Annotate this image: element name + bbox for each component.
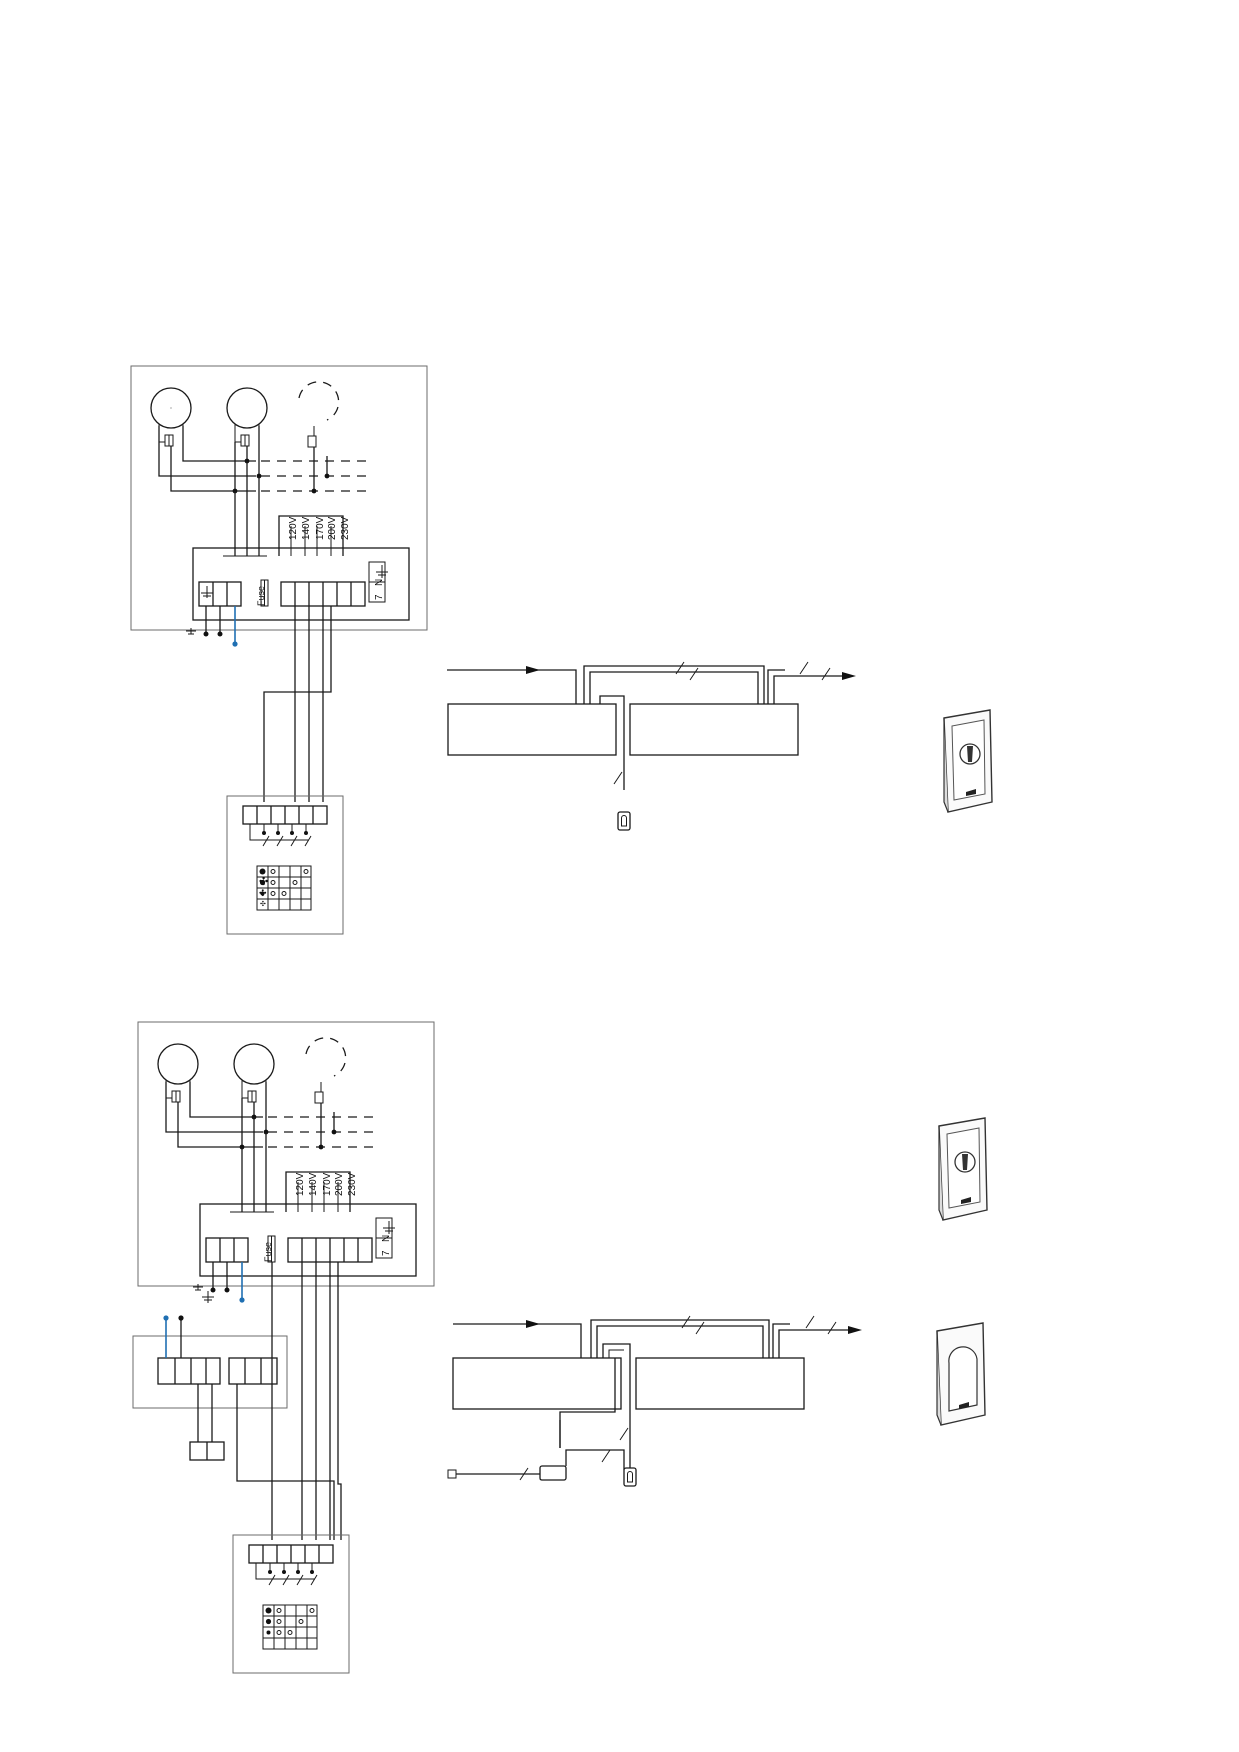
terminal-n-label: N	[374, 579, 385, 586]
sensor-icon	[617, 811, 631, 831]
voltage-label-140: 140V	[301, 516, 312, 540]
terminal-n-label-b: N	[381, 1235, 392, 1242]
speed-switch-panel-2	[232, 1534, 350, 1674]
control-module-2	[629, 703, 799, 756]
voltage-label-200: 200V	[327, 516, 338, 540]
voltage-label-140-b: 140V	[308, 1172, 319, 1196]
room-sensor-icon	[936, 1322, 986, 1426]
voltage-label-230: 230V	[340, 516, 351, 540]
svg-text:✣: ✣	[259, 888, 267, 898]
top-diagram: 120V 140V 170V 200V 230V Fuse 7 N ✣ ✣ ✣	[130, 365, 993, 935]
indoor-unit-frame	[130, 365, 428, 631]
indoor-unit-frame-2	[137, 1021, 435, 1287]
control-module-1	[447, 703, 617, 756]
voltage-label-170: 170V	[315, 516, 326, 540]
voltage-label-200-b: 200V	[334, 1172, 345, 1196]
thermostat-control-icon-2	[938, 1117, 988, 1221]
voltage-label-170-b: 170V	[322, 1172, 333, 1196]
actuator-box	[539, 1465, 567, 1481]
fuse-label-b: Fuse	[263, 1242, 273, 1262]
fan-speed-icon: ✣ ✣ ✣	[259, 876, 268, 908]
voltage-label-120-b: 120V	[295, 1172, 306, 1196]
terminal-7-label: 7	[374, 594, 385, 600]
speed-switch-panel	[226, 795, 344, 935]
svg-text:✣: ✣	[260, 900, 266, 908]
controller-wiring	[151, 382, 409, 637]
relay-box	[132, 1335, 288, 1409]
bottom-diagram: 120V 140V 170V 200V 230V Fuse 7 N	[132, 1021, 988, 1674]
voltage-label-120: 120V	[288, 516, 299, 540]
control-module-4	[635, 1357, 805, 1410]
sensor-icon-2	[623, 1467, 637, 1487]
controller-wiring-2	[158, 1038, 416, 1293]
thermostat-control-icon	[943, 709, 993, 813]
control-module-3	[452, 1357, 622, 1410]
earth-icon	[201, 565, 388, 598]
terminal-7-label-b: 7	[381, 1250, 392, 1256]
fuse-icon	[260, 579, 269, 607]
svg-text:✣: ✣	[259, 876, 268, 888]
voltage-label-230-b: 230V	[347, 1172, 358, 1196]
